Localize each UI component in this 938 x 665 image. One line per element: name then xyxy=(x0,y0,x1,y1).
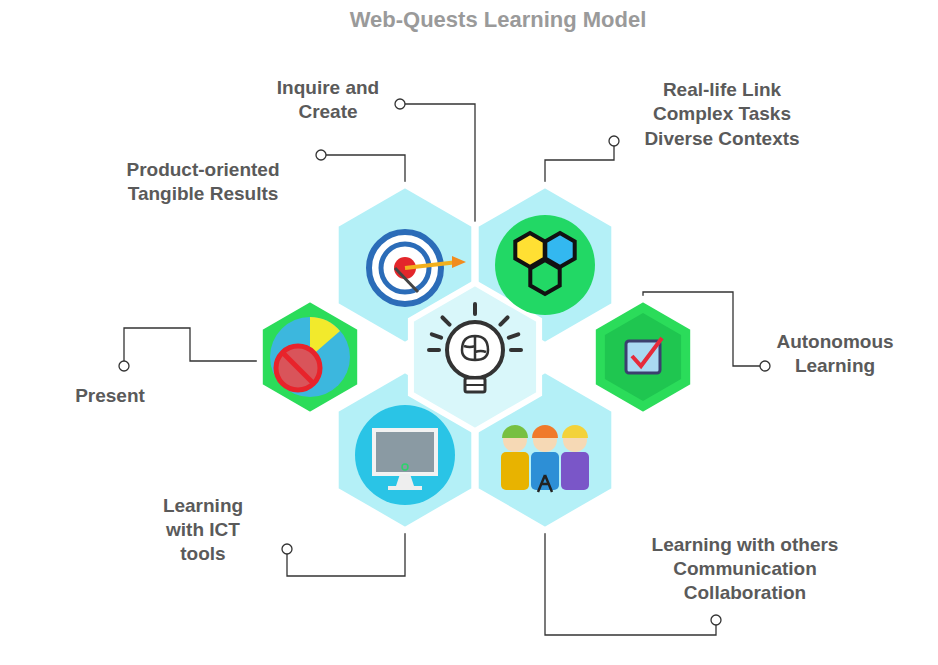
checkbox-icon xyxy=(605,313,681,401)
leader-end xyxy=(316,150,326,160)
feature-label: Communication xyxy=(673,557,817,581)
leader-end xyxy=(395,99,405,109)
feature-label: Learning with others xyxy=(652,533,839,557)
feature-label: Present xyxy=(75,384,145,408)
hexagons xyxy=(260,185,693,530)
feature-label: Collaboration xyxy=(684,581,806,605)
leader-end xyxy=(282,544,292,554)
leader-end xyxy=(119,361,129,371)
feature-label: Learning with ICT tools xyxy=(153,494,253,566)
leader-end xyxy=(609,136,619,146)
feature-label: Real-life Link xyxy=(663,78,781,102)
feature-label: Product-oriented xyxy=(126,158,279,182)
honeycomb-icon xyxy=(495,215,595,315)
feature-label: Autonomous Learning xyxy=(770,330,900,378)
leader-lines xyxy=(124,104,765,635)
people-icon xyxy=(501,425,589,492)
leader-end xyxy=(760,361,770,371)
hexagon xyxy=(593,299,693,415)
leader-line xyxy=(287,520,405,576)
bulb-icon xyxy=(429,304,521,392)
feature-label: Diverse Contexts xyxy=(644,127,799,151)
target-icon xyxy=(369,232,466,304)
diagram-title: Web-Quests Learning Model xyxy=(350,6,647,34)
leader-end xyxy=(711,615,721,625)
present-icon xyxy=(270,317,350,397)
icons xyxy=(270,215,681,505)
feature-label: Tangible Results xyxy=(128,182,279,206)
leader-line xyxy=(124,328,260,366)
monitor-icon xyxy=(355,405,455,505)
feature-label: Inquire and Create xyxy=(263,76,393,124)
feature-label: Complex Tasks xyxy=(653,102,791,126)
hexagon xyxy=(260,299,360,415)
